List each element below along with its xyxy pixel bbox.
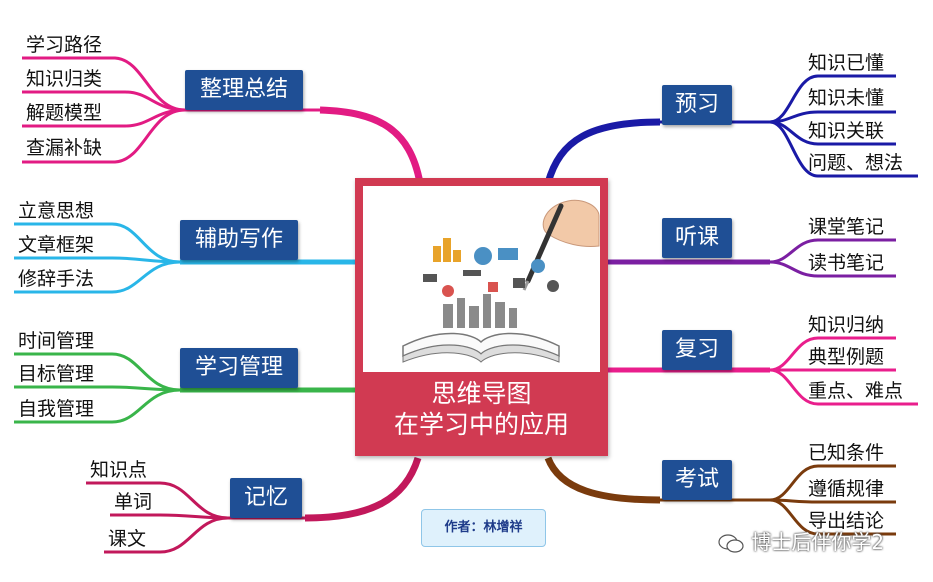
leaf-yuxi-4: 问题、想法 [808, 152, 904, 174]
leaf-zhengli-1: 学习路径 [26, 34, 103, 56]
node-fuzhu: 辅助写作 [180, 220, 298, 260]
leaf-tingke-2: 读书笔记 [808, 252, 885, 274]
leaf-fuzhu-1: 立意思想 [18, 200, 95, 222]
branch-fuxi-lines [606, 336, 918, 406]
node-zhengli: 整理总结 [185, 70, 303, 110]
leaf-fuzhu-2: 文章框架 [18, 234, 95, 256]
center-title-line1: 思维导图 [431, 379, 532, 408]
leaf-tingke-1: 课堂笔记 [808, 216, 885, 238]
watermark-text: 博士后伴你学2 [751, 530, 885, 554]
branch-tingke-lines [606, 238, 896, 278]
node-fuxi: 复习 [662, 330, 732, 370]
branch-xuexi-lines [14, 352, 356, 424]
center-topic-card: 思维导图 在学习中的应用 [355, 178, 608, 456]
leaf-fuxi-2: 典型例题 [808, 346, 885, 368]
node-yuxi: 预习 [662, 85, 732, 125]
leaf-fuxi-1: 知识归纳 [808, 314, 885, 336]
branch-jiyi-lines [86, 456, 422, 554]
leaf-zhengli-3: 解题模型 [26, 102, 103, 124]
book-and-pen-illustration [402, 199, 600, 363]
leaf-fuxi-3: 重点、难点 [808, 380, 904, 402]
center-title: 思维导图 在学习中的应用 [355, 378, 608, 440]
node-jiyi: 记忆 [230, 478, 302, 518]
center-title-line2: 在学习中的应用 [393, 410, 569, 439]
leaf-xuexi-1: 时间管理 [18, 330, 95, 352]
node-tingke: 听课 [662, 218, 732, 258]
leaf-fuzhu-3: 修辞手法 [18, 268, 95, 290]
leaf-yuxi-2: 知识未懂 [808, 87, 885, 109]
leaf-jiyi-2: 单词 [114, 491, 153, 513]
author-label: 作者：林增祥 [421, 509, 546, 547]
leaf-xuexi-3: 自我管理 [18, 398, 95, 420]
leaf-zhengli-4: 查漏补缺 [26, 137, 103, 159]
leaf-jiyi-3: 课文 [108, 528, 147, 550]
branch-fuzhu-lines [14, 222, 356, 294]
wechat-icon [718, 533, 744, 553]
leaf-jiyi-1: 知识点 [90, 459, 148, 481]
branch-zhengli-lines [22, 56, 424, 184]
node-xuexi: 学习管理 [180, 348, 298, 388]
leaf-yuxi-3: 知识关联 [808, 120, 885, 142]
leaf-xuexi-2: 目标管理 [18, 363, 95, 385]
node-kaoshi: 考试 [662, 460, 732, 500]
watermark: 博士后伴你学2 [717, 526, 884, 558]
branch-kaoshi-lines [544, 456, 896, 536]
leaf-yuxi-1: 知识已懂 [808, 52, 885, 74]
leaf-zhengli-2: 知识归类 [26, 68, 103, 90]
leaf-kaoshi-1: 已知条件 [808, 442, 885, 464]
leaf-kaoshi-2: 遵循规律 [808, 478, 885, 500]
center-illustration [363, 186, 600, 372]
leaf-kaoshi-3: 导出结论 [808, 510, 885, 532]
